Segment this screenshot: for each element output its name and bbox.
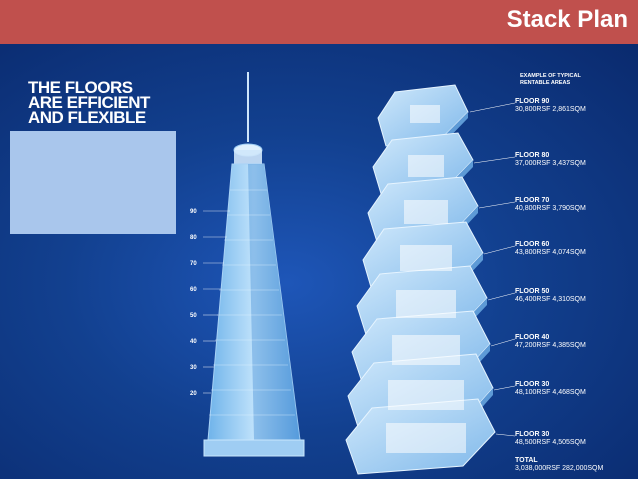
legend-caption: EXAMPLE OF TYPICAL RENTABLE AREAS: [520, 73, 581, 87]
stack-plan-panel: [0, 44, 638, 479]
floor-name: FLOOR 30: [515, 381, 550, 388]
tick-70: 70: [190, 261, 197, 267]
tick-40: 40: [190, 339, 197, 345]
tick-80: 80: [190, 235, 197, 241]
tower-shade: [248, 164, 300, 440]
total-area: 3,038,000RSF 282,000SQM: [515, 465, 604, 472]
floor-area: 47,200RSF 4,385SQM: [515, 342, 586, 349]
floor-label-30a: FLOOR 30 48,100RSF 4,468SQM: [515, 381, 586, 397]
floor-plates: [345, 84, 516, 475]
tower-crown-ring: [234, 150, 262, 164]
headline-line-1: THE FLOORS: [28, 78, 133, 97]
floor-name: FLOOR 40: [515, 334, 550, 341]
tower-podium: [203, 439, 305, 457]
floor-area: 48,500RSF 4,505SQM: [515, 439, 586, 446]
legend-line-1: EXAMPLE OF TYPICAL: [520, 73, 581, 79]
tick-50: 50: [190, 313, 197, 319]
floor-name: FLOOR 30: [515, 431, 550, 438]
floor-name: FLOOR 50: [515, 288, 550, 295]
header-bar: Stack Plan: [0, 0, 638, 44]
total-name: TOTAL: [515, 457, 538, 464]
floor-label-50: FLOOR 50 46,400RSF 4,310SQM: [515, 288, 586, 304]
headline-line-3: AND FLEXIBLE: [28, 108, 146, 127]
floor-label-30b: FLOOR 30 48,500RSF 4,505SQM: [515, 431, 586, 447]
slide-title: Stack Plan: [506, 6, 628, 33]
headline-line-2: ARE EFFICIENT: [28, 93, 150, 112]
tick-60: 60: [190, 287, 197, 293]
floor-area: 30,800RSF 2,861SQM: [515, 106, 586, 113]
floor-area: 37,000RSF 3,437SQM: [515, 160, 586, 167]
floor-name: FLOOR 60: [515, 241, 550, 248]
floor-area: 46,400RSF 4,310SQM: [515, 296, 586, 303]
floor-name: FLOOR 80: [515, 152, 550, 159]
floor-area: 40,800RSF 3,790SQM: [515, 205, 586, 212]
floor-label-40: FLOOR 40 47,200RSF 4,385SQM: [515, 334, 586, 350]
floor-ticks: 90 80 70 60 50 40 30 20: [190, 209, 230, 397]
floor-name: FLOOR 70: [515, 197, 550, 204]
tower: [203, 72, 305, 457]
floor-area: 43,800RSF 4,074SQM: [515, 249, 586, 256]
placeholder-box: [10, 131, 176, 234]
legend-line-2: RENTABLE AREAS: [520, 80, 571, 86]
floor-area: 48,100RSF 4,468SQM: [515, 389, 586, 396]
floor-label-70: FLOOR 70 40,800RSF 3,790SQM: [515, 197, 586, 213]
tick-30: 30: [190, 365, 197, 371]
tick-20: 20: [190, 391, 197, 397]
floor-label-total: TOTAL 3,038,000RSF 282,000SQM: [515, 457, 603, 473]
floor-name: FLOOR 90: [515, 98, 550, 105]
floor-label-90: FLOOR 90 30,800RSF 2,861SQM: [515, 98, 586, 114]
floor-label-60: FLOOR 60 43,800RSF 4,074SQM: [515, 241, 586, 257]
floor-label-80: FLOOR 80 37,000RSF 3,437SQM: [515, 152, 586, 168]
tick-90: 90: [190, 209, 197, 215]
headline: THE FLOORS ARE EFFICIENT AND FLEXIBLE: [28, 78, 150, 127]
